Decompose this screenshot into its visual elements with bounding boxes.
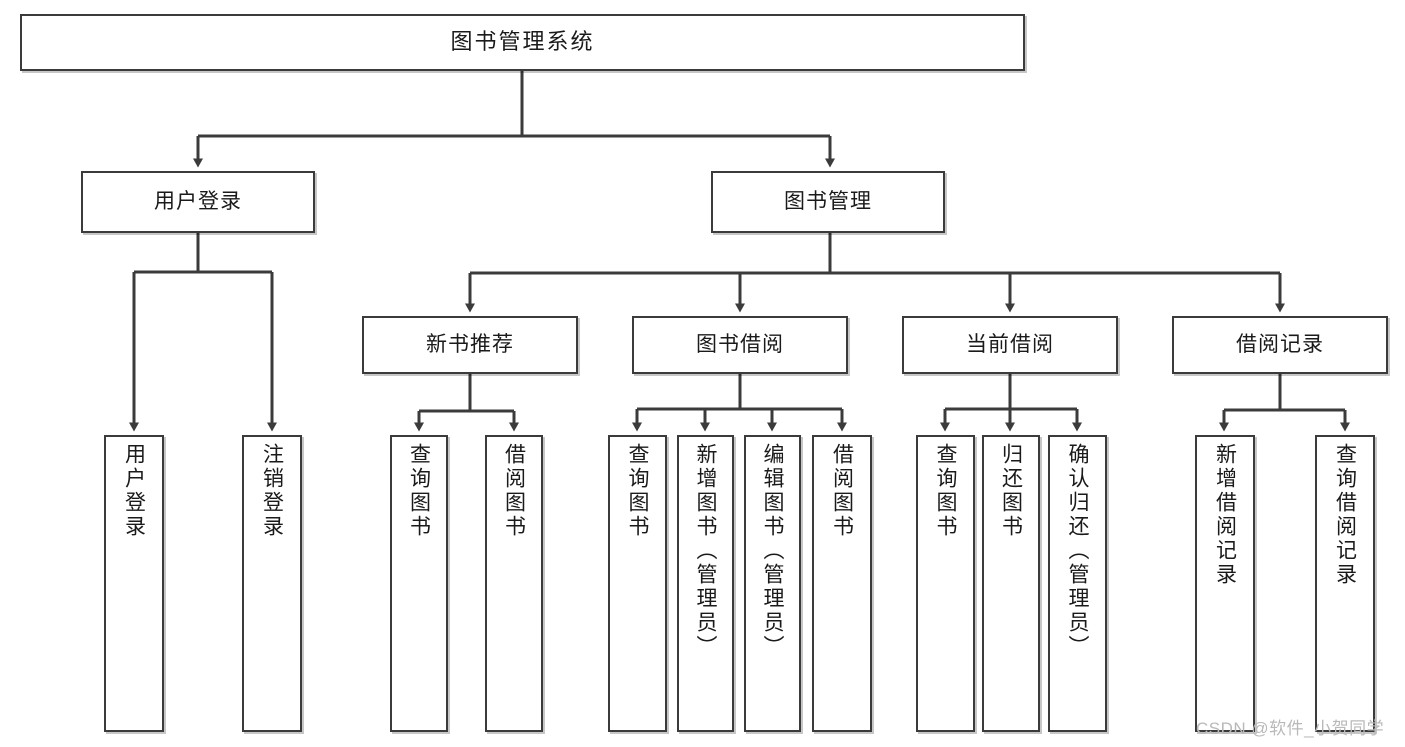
node-label: 借阅记录 xyxy=(1236,333,1324,357)
leaf-book-borrow-query-book[interactable]: 查询图书 xyxy=(608,435,667,732)
leaf-current-borrow-return-book[interactable]: 归还图书 xyxy=(982,435,1040,732)
node-label: 编辑图书（管理员） xyxy=(761,443,784,659)
node-current-borrow[interactable]: 当前借阅 xyxy=(902,316,1118,374)
node-label: 图书管理 xyxy=(784,190,872,214)
node-label: 借阅图书 xyxy=(830,443,854,539)
node-label: 归还图书 xyxy=(999,443,1023,539)
leaf-borrow-record-query-record[interactable]: 查询借阅记录 xyxy=(1315,435,1375,732)
node-root-book-management-system[interactable]: 图书管理系统 xyxy=(20,14,1025,71)
leaf-book-borrow-borrow-book[interactable]: 借阅图书 xyxy=(812,435,872,732)
node-label: 查询图书 xyxy=(934,443,957,539)
node-label: 图书借阅 xyxy=(696,333,784,357)
leaf-book-borrow-edit-book-admin[interactable]: 编辑图书（管理员） xyxy=(744,435,801,732)
node-label: 新书推荐 xyxy=(426,333,514,357)
node-new-book-recommend[interactable]: 新书推荐 xyxy=(362,316,578,374)
node-label: 用户登录 xyxy=(154,190,242,214)
node-label: 新增借阅记录 xyxy=(1213,443,1237,587)
watermark: CSDN @软件_小贺同学 xyxy=(1196,719,1385,738)
node-label: 确认归还（管理员） xyxy=(1066,443,1089,659)
node-label: 借阅图书 xyxy=(502,443,526,539)
node-label: 查询图书 xyxy=(626,443,649,539)
node-label: 查询图书 xyxy=(407,443,431,539)
node-label: 查询借阅记录 xyxy=(1333,443,1357,587)
leaf-new-book-query-book[interactable]: 查询图书 xyxy=(390,435,448,732)
node-label: 当前借阅 xyxy=(966,333,1054,357)
node-label: 新增图书（管理员） xyxy=(694,443,717,659)
leaf-book-borrow-add-book-admin[interactable]: 新增图书（管理员） xyxy=(677,435,734,732)
leaf-current-borrow-query-book[interactable]: 查询图书 xyxy=(916,435,975,732)
node-label: 图书管理系统 xyxy=(450,29,595,55)
node-label: 用户登录 xyxy=(122,443,146,539)
node-book-borrow[interactable]: 图书借阅 xyxy=(632,316,848,374)
node-label: 注销登录 xyxy=(260,443,284,539)
node-borrow-record[interactable]: 借阅记录 xyxy=(1172,316,1388,374)
leaf-borrow-record-add-record[interactable]: 新增借阅记录 xyxy=(1195,435,1255,732)
node-book-management[interactable]: 图书管理 xyxy=(711,171,945,233)
leaf-new-book-borrow-book[interactable]: 借阅图书 xyxy=(485,435,543,732)
leaf-user-login-login[interactable]: 用户登录 xyxy=(104,435,164,732)
leaf-user-login-logout[interactable]: 注销登录 xyxy=(242,435,302,732)
node-user-login[interactable]: 用户登录 xyxy=(81,171,315,233)
leaf-current-borrow-confirm-return-admin[interactable]: 确认归还（管理员） xyxy=(1048,435,1107,732)
